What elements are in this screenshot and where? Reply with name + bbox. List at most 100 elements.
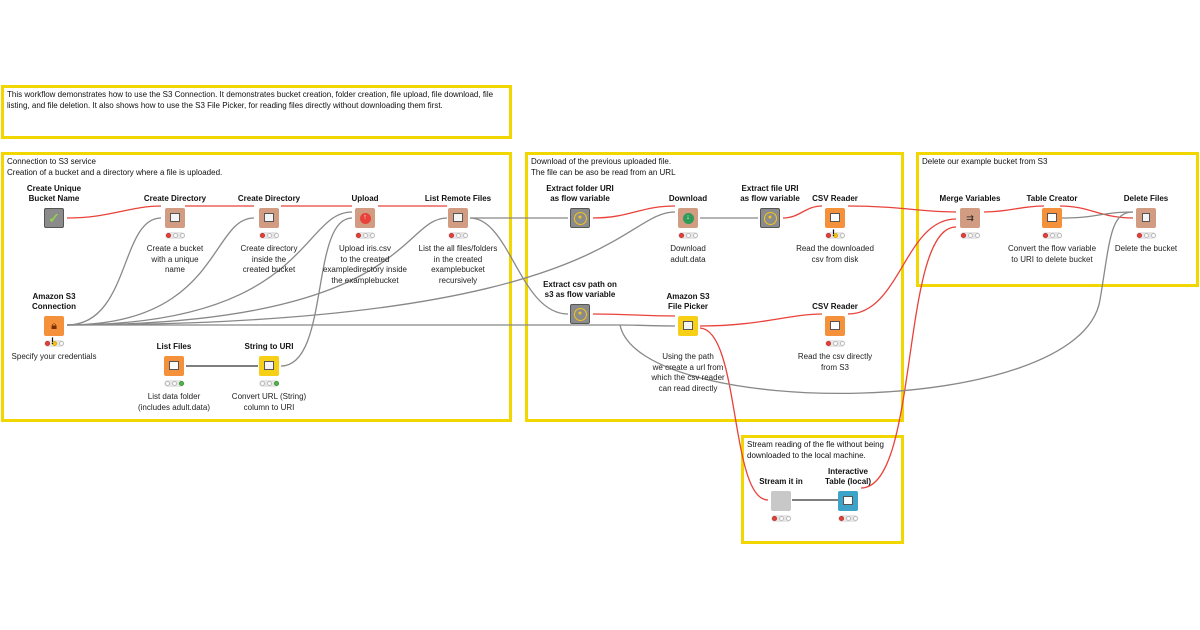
annotation-connection[interactable]: Connection to S3 service Creation of a b… — [1, 152, 512, 422]
wire-picker-to-stream — [699, 327, 769, 501]
node-description: List the all files/folders in the create… — [418, 244, 498, 285]
node-title: Merge Variables — [939, 194, 1001, 203]
node-title: Amazon S3 File Picker — [666, 292, 710, 311]
table-view-icon — [838, 491, 858, 511]
wire-tablecreator-to-delete-data — [1059, 211, 1134, 219]
annotation-stream-text: Stream reading of the fle without being … — [747, 440, 884, 460]
node-title: String to URI — [244, 342, 294, 351]
node-status — [164, 380, 184, 387]
variable-icon: ● — [570, 304, 590, 324]
wire-fileuri-to-csv — [782, 205, 823, 219]
node-description: Using the path we create a url from whic… — [651, 352, 725, 393]
node-description: Create a bucket with a unique name — [146, 244, 204, 274]
node-status — [44, 340, 64, 347]
wire-conn-download — [66, 211, 676, 326]
merge-icon: ⇉ — [960, 208, 980, 228]
wire-conn-createdir1 — [66, 217, 162, 326]
wire-tablecreator-to-delete — [1059, 205, 1134, 219]
node-description: Delete the bucket — [1114, 244, 1178, 253]
annotation-stream[interactable]: Stream reading of the fle without being … — [741, 435, 904, 544]
node-status — [259, 232, 279, 239]
wire-conn-list — [66, 217, 448, 326]
node-title: Create Directory — [143, 194, 207, 203]
table-create-icon — [1042, 208, 1062, 228]
wire-csv2-to-merge2 — [847, 218, 957, 315]
node-status — [448, 232, 468, 239]
node-description: Download adult.data — [670, 244, 706, 264]
wire-conn-delete — [619, 211, 1134, 395]
node-title: Table Creator — [1026, 194, 1078, 203]
annotation-intro[interactable]: This workflow demonstrates how to use th… — [1, 85, 512, 139]
node-description: Read the downloaded csv from disk — [796, 244, 874, 264]
node-status — [825, 232, 845, 239]
node-description: Convert the flow variable to URI to dele… — [1007, 244, 1097, 264]
node-status — [838, 515, 858, 522]
node-description: Read the csv directly from S3 — [797, 352, 873, 372]
node-title: Extract folder URI as flow variable — [546, 184, 614, 203]
folder-add-icon — [165, 208, 185, 228]
node-status — [1042, 232, 1062, 239]
annotation-download[interactable]: Download of the previous uploaded file. … — [525, 152, 904, 422]
list-icon — [448, 208, 468, 228]
wire-csvpath-to-picker — [592, 313, 676, 317]
node-description: Create directory inside the created buck… — [240, 244, 298, 274]
node-title: List Files — [156, 342, 192, 351]
node-status — [771, 515, 791, 522]
check-icon: ✓ — [44, 208, 64, 228]
warning-icon: ! — [832, 228, 835, 238]
delete-file-icon — [1136, 208, 1156, 228]
wire-extract-to-download — [592, 205, 676, 219]
wire-merge-to-tablecreator — [983, 205, 1045, 213]
annotation-connection-text: Connection to S3 service Creation of a b… — [7, 157, 223, 177]
node-status — [1136, 232, 1156, 239]
node-title: Download — [668, 194, 708, 203]
node-status — [355, 232, 375, 239]
upload-icon: ↑ — [355, 208, 375, 228]
node-status — [259, 380, 279, 387]
node-title: CSV Reader — [812, 194, 858, 203]
lock-icon: 🔒︎ — [44, 316, 64, 336]
node-description: Specify your credentials — [11, 352, 97, 361]
variable-icon: ● — [570, 208, 590, 228]
node-title: Create Directory — [237, 194, 301, 203]
wire-conn-picker — [619, 324, 676, 327]
wire-unique-to-createdir — [66, 205, 162, 219]
variable-icon: ● — [760, 208, 780, 228]
node-title: Interactive Table (local) — [824, 467, 872, 486]
warning-icon: ! — [51, 336, 54, 346]
node-title: Upload — [351, 194, 379, 203]
node-title: Create Unique Bucket Name — [26, 184, 82, 203]
table-read-icon — [825, 316, 845, 336]
annotation-download-text: Download of the previous uploaded file. … — [531, 157, 676, 177]
table-read-icon — [825, 208, 845, 228]
files-icon — [164, 356, 184, 376]
node-status — [825, 340, 845, 347]
node-status — [678, 232, 698, 239]
wire-csv-to-merge1 — [847, 205, 957, 213]
wire-list-to-extractcsv — [469, 217, 569, 315]
download-icon: ↓ — [678, 208, 698, 228]
wire-uri-to-upload — [280, 217, 353, 367]
wire-conn-createdir2 — [66, 217, 255, 326]
wire-conn-upload — [66, 211, 353, 326]
node-status — [960, 232, 980, 239]
component-icon — [771, 491, 791, 511]
node-status — [165, 232, 185, 239]
node-title: Extract file URI as flow variable — [740, 184, 800, 203]
node-title: Delete Files — [1123, 194, 1169, 203]
node-title: List Remote Files — [424, 194, 492, 203]
node-description: List data folder (includes adult.data) — [137, 392, 211, 412]
wire-table-to-merge3 — [860, 226, 957, 489]
annotation-intro-text: This workflow demonstrates how to use th… — [7, 90, 494, 110]
node-title: Amazon S3 Connection — [32, 292, 76, 311]
node-description: Upload iris.csv to the created exampledi… — [322, 244, 408, 285]
uri-icon — [259, 356, 279, 376]
annotation-delete-text: Delete our example bucket from S3 — [922, 157, 1048, 166]
node-title: Stream it in — [759, 477, 803, 486]
wire-picker-to-csv2 — [699, 313, 823, 327]
folder-add-icon — [259, 208, 279, 228]
node-title: Extract csv path on s3 as flow variable — [543, 280, 617, 299]
file-picker-icon — [678, 316, 698, 336]
